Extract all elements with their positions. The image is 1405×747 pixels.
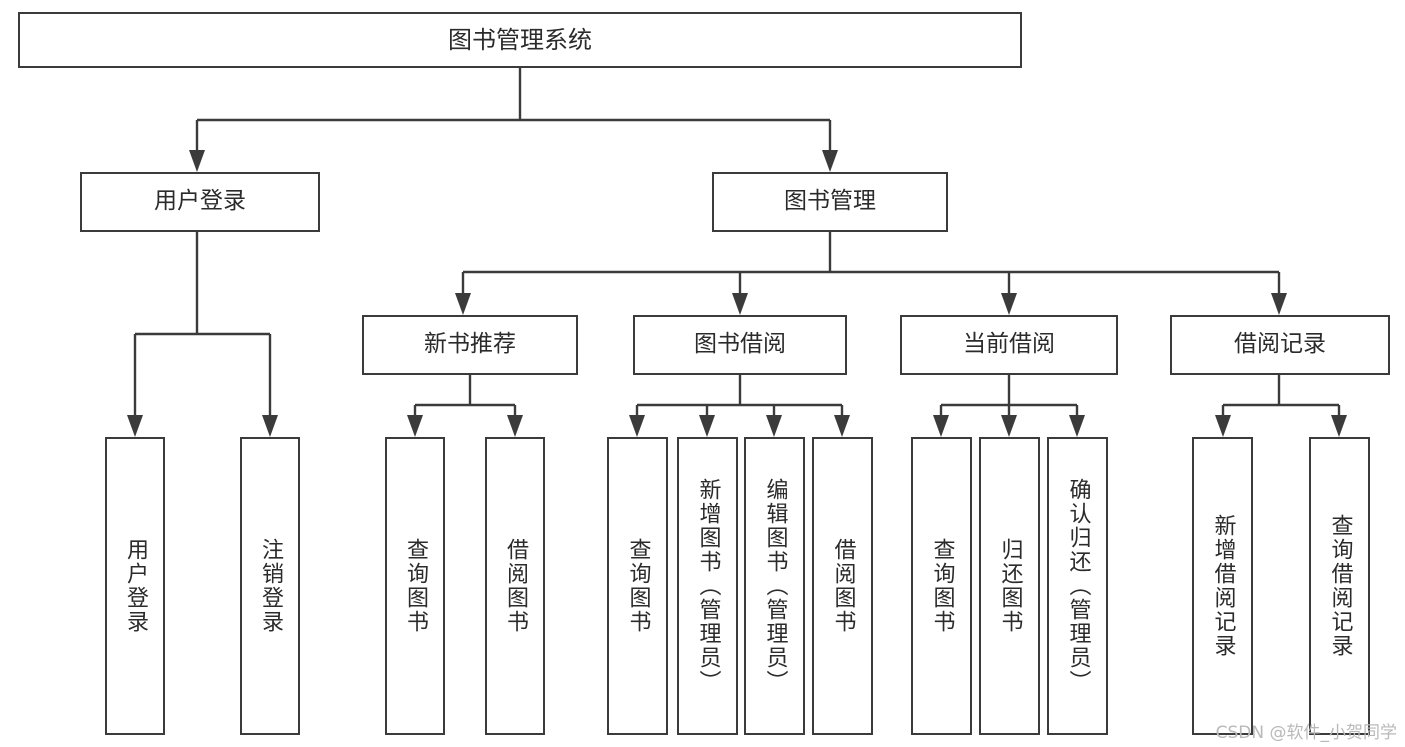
node-label: 图书借阅 [694,331,786,358]
node-label: 新书推荐 [424,331,516,358]
leaf-newbook-borrow-book[interactable]: 借阅图书 [485,437,545,735]
leaf-borrowrecord-query-record[interactable]: 查询借阅记录 [1309,437,1370,735]
node-label: 归还图书 [997,538,1023,634]
node-label: 借阅记录 [1234,331,1326,358]
node-book-management[interactable]: 图书管理 [712,172,948,232]
arrow-head-leaf-user-login [127,415,143,437]
node-label: 查询图书 [625,538,651,634]
node-label: 图书管理系统 [448,25,592,54]
leaf-logout[interactable]: 注销登录 [240,437,300,735]
node-label: 用户登录 [154,188,246,215]
leaf-newbook-query-book[interactable]: 查询图书 [385,437,445,735]
leaf-currentborrow-return-book[interactable]: 归还图书 [979,437,1040,735]
arrow-head-bb-borrow [834,415,850,437]
arrow-head-book-manage [822,150,838,172]
node-root-system[interactable]: 图书管理系统 [18,12,1022,68]
arrow-head-newbook-query [407,415,423,437]
leaf-bookborrow-edit-book-admin[interactable]: 编辑图书（管理员） [744,437,805,735]
node-label: 编辑图书（管理员） [762,478,788,694]
leaf-bookborrow-borrow-book[interactable]: 借阅图书 [812,437,873,735]
arrow-head-new-book [455,293,471,315]
node-label: 新增图书（管理员） [695,478,721,694]
leaf-currentborrow-confirm-return-admin[interactable]: 确认归还（管理员） [1047,437,1108,735]
node-label: 用户登录 [123,538,148,634]
node-label: 查询图书 [403,538,428,634]
csdn-watermark: CSDN @软件_小贺同学 [1215,723,1397,743]
node-label: 查询借阅记录 [1327,514,1353,658]
node-label: 查询图书 [929,538,955,634]
arrow-head-cb-return [1001,415,1017,437]
node-label: 新增借阅记录 [1210,514,1236,658]
node-label: 借阅图书 [830,538,856,634]
arrow-head-bb-edit [766,415,782,437]
arrow-head-leaf-logout [262,415,278,437]
node-label: 当前借阅 [963,331,1055,358]
arrow-head-borrow-record [1271,293,1287,315]
node-label: 注销登录 [258,538,283,634]
node-user-login[interactable]: 用户登录 [80,172,320,232]
arrow-head-newbook-borrow [507,415,523,437]
leaf-bookborrow-query-book[interactable]: 查询图书 [607,437,668,735]
node-current-borrow[interactable]: 当前借阅 [900,315,1118,375]
node-book-borrow[interactable]: 图书借阅 [633,315,847,375]
arrow-head-br-query [1331,415,1347,437]
leaf-currentborrow-query-book[interactable]: 查询图书 [911,437,972,735]
node-new-book-recommend[interactable]: 新书推荐 [362,315,578,375]
node-label: 借阅图书 [503,538,528,634]
arrow-head-book-borrow [732,293,748,315]
arrow-head-cb-query [933,415,949,437]
node-label: 图书管理 [784,188,876,215]
leaf-bookborrow-add-book-admin[interactable]: 新增图书（管理员） [677,437,738,735]
leaf-user-login[interactable]: 用户登录 [105,437,165,735]
arrow-head-current-borrow [1001,293,1017,315]
arrow-head-cb-confirm [1069,415,1085,437]
arrow-head-user-login [189,150,205,172]
arrow-head-br-add [1215,415,1231,437]
arrow-head-bb-query [629,415,645,437]
node-borrow-record[interactable]: 借阅记录 [1170,315,1390,375]
arrow-head-bb-add [699,415,715,437]
leaf-borrowrecord-add-record[interactable]: 新增借阅记录 [1192,437,1253,735]
node-label: 确认归还（管理员） [1065,478,1091,694]
